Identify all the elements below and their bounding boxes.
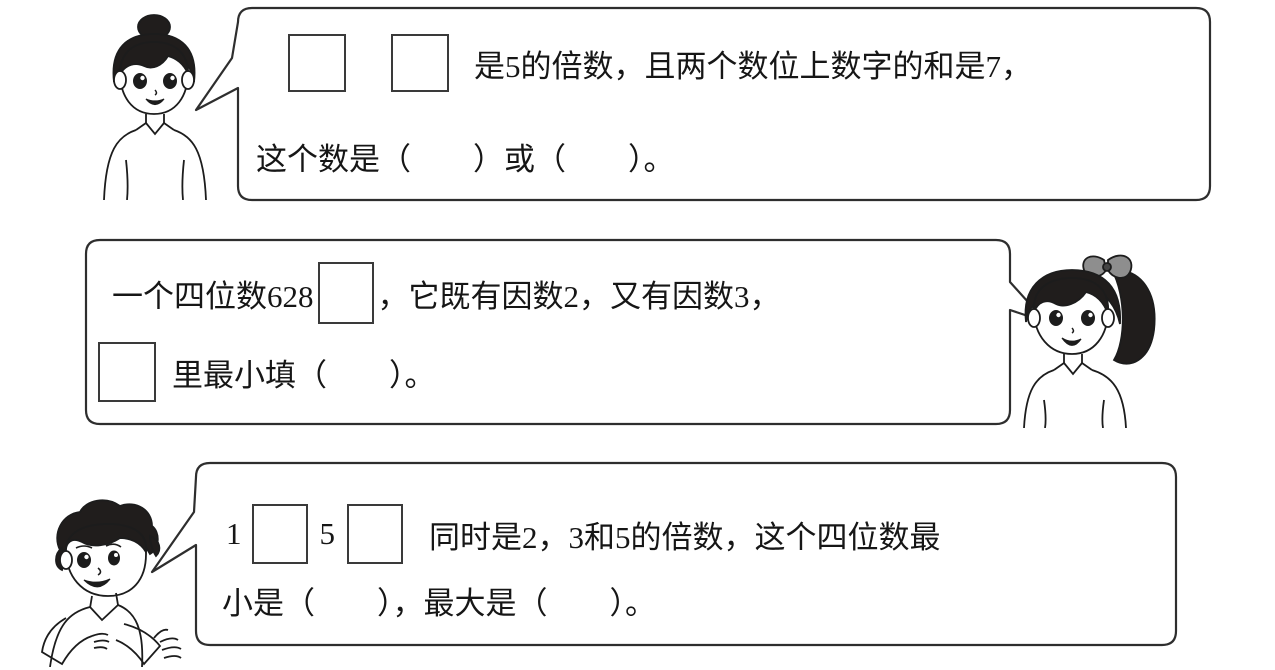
girl-with-bun-icon [103, 14, 207, 200]
problem-2-text-c: 里最小填（ ）。 [172, 357, 436, 393]
problem-3-digit-5: 5 [319, 516, 336, 551]
answer-square[interactable] [391, 34, 449, 92]
problem-2-text-a: 一个四位数628 [112, 278, 314, 314]
answer-square[interactable] [317, 262, 374, 324]
answer-square[interactable] [347, 504, 403, 564]
problem-2-text-b: ，它既有因数2，又有因数3， [377, 278, 781, 314]
problem-3-text-a: 同时是2，3和5的倍数，这个四位数最 [429, 519, 941, 555]
girl-with-bow-icon [1023, 254, 1156, 428]
boy-curly-hair-icon [41, 499, 182, 667]
problem-3-digit-1: 1 [226, 516, 242, 551]
answer-square[interactable] [251, 504, 308, 564]
answer-square[interactable] [98, 342, 156, 402]
problem-3-line-1: 1 5 同时是2，3和5的倍数，这个四位数最 [226, 504, 941, 564]
answer-square[interactable] [288, 34, 346, 92]
problem-1-text-a: 是5的倍数，且两个数位上数字的和是7， [474, 48, 1032, 84]
problem-1-text-b: 这个数是（ ）或（ ）。 [256, 142, 675, 177]
problem-1-line-2: 这个数是（ ）或（ ）。 [256, 134, 675, 179]
problem-2-line-2: 里最小填（ ）。 [98, 342, 436, 402]
problem-3-text-b: 小是（ ），最大是（ ）。 [222, 586, 656, 621]
problem-2-line-1: 一个四位数628 ，它既有因数2，又有因数3， [112, 262, 781, 324]
problem-3-line-2: 小是（ ），最大是（ ）。 [222, 578, 656, 623]
problem-1-line-1: 是5的倍数，且两个数位上数字的和是7， [288, 34, 1032, 92]
